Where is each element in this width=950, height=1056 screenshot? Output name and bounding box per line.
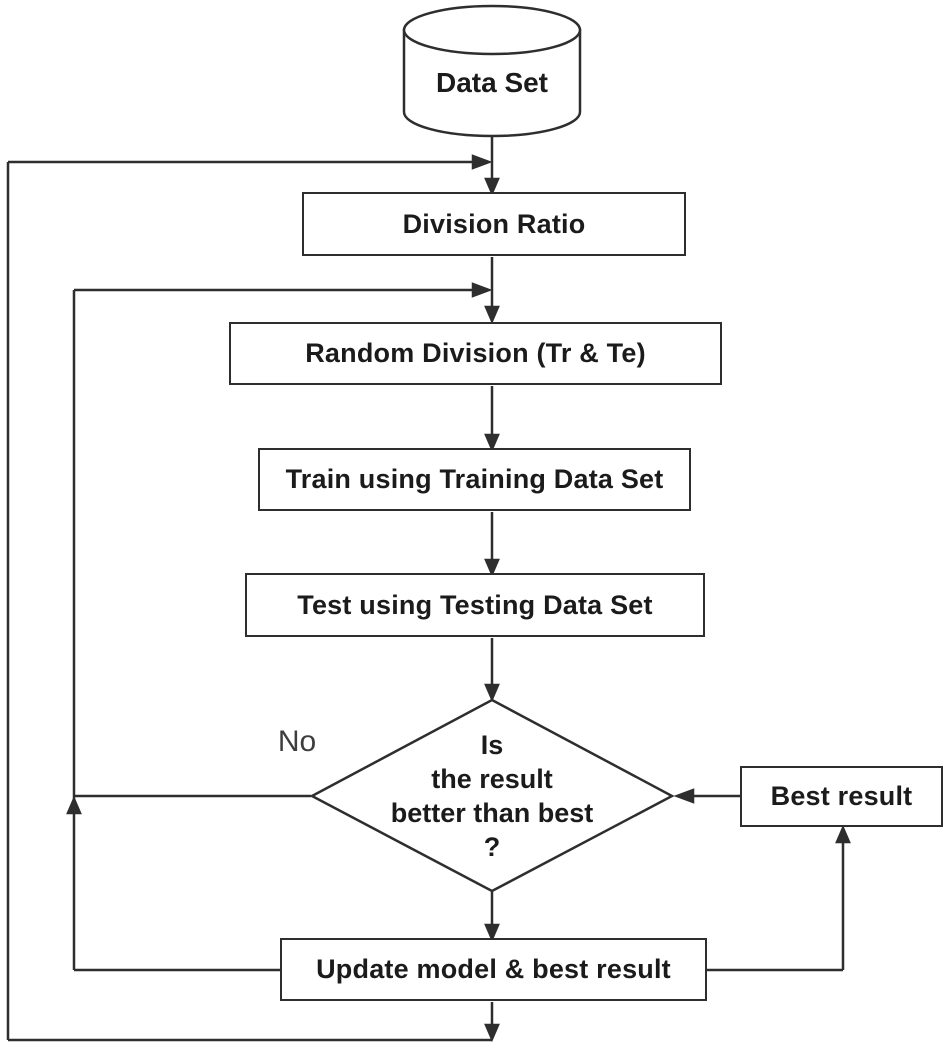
- decision-line-3: better than best: [390, 798, 594, 828]
- node-best-result: Best result: [740, 766, 943, 827]
- arrowhead-no-merge-up: [66, 795, 82, 815]
- decision-line-1: Is: [480, 730, 504, 760]
- node-random-division: Random Division (Tr & Te): [229, 322, 722, 385]
- arrowhead-into-train: [484, 433, 500, 453]
- data-set-cylinder-shape: [402, 4, 582, 138]
- no-label-text: No: [277, 725, 317, 758]
- arrowhead-into-division-ratio: [484, 177, 500, 197]
- arrowhead-bottom-junction: [484, 1023, 500, 1043]
- arrowhead-into-test: [484, 558, 500, 578]
- edge-label-no: No: [266, 724, 328, 760]
- decision-line-2: the result: [431, 764, 553, 794]
- decision-diamond-shape: [309, 698, 675, 893]
- node-test: Test using Testing Data Set: [245, 573, 705, 637]
- data-set-label: Data Set: [435, 67, 549, 98]
- arrowhead-into-best-result: [835, 824, 851, 844]
- division-ratio-label: Division Ratio: [402, 208, 586, 239]
- arrowhead-into-decision: [484, 683, 500, 703]
- node-data-set: Data Set: [404, 58, 580, 108]
- node-division-ratio: Division Ratio: [302, 192, 686, 256]
- arrowhead-into-update: [484, 923, 500, 943]
- update-model-label: Update model & best result: [316, 954, 671, 984]
- arrowhead-into-random-division: [484, 305, 500, 325]
- test-label: Test using Testing Data Set: [297, 589, 653, 620]
- random-division-label: Random Division (Tr & Te): [305, 338, 646, 368]
- arrowhead-into-decision-right: [673, 788, 695, 804]
- arrowhead-inner-loop-merge: [471, 282, 493, 298]
- train-label: Train using Training Data Set: [285, 464, 664, 494]
- node-update-model: Update model & best result: [280, 938, 707, 1001]
- arrowhead-outer-loop-merge: [471, 154, 493, 170]
- node-decision: Is the result better than best ?: [332, 722, 652, 870]
- decision-line-4: ?: [483, 832, 501, 862]
- node-train: Train using Training Data Set: [258, 448, 691, 511]
- best-result-label: Best result: [770, 781, 913, 811]
